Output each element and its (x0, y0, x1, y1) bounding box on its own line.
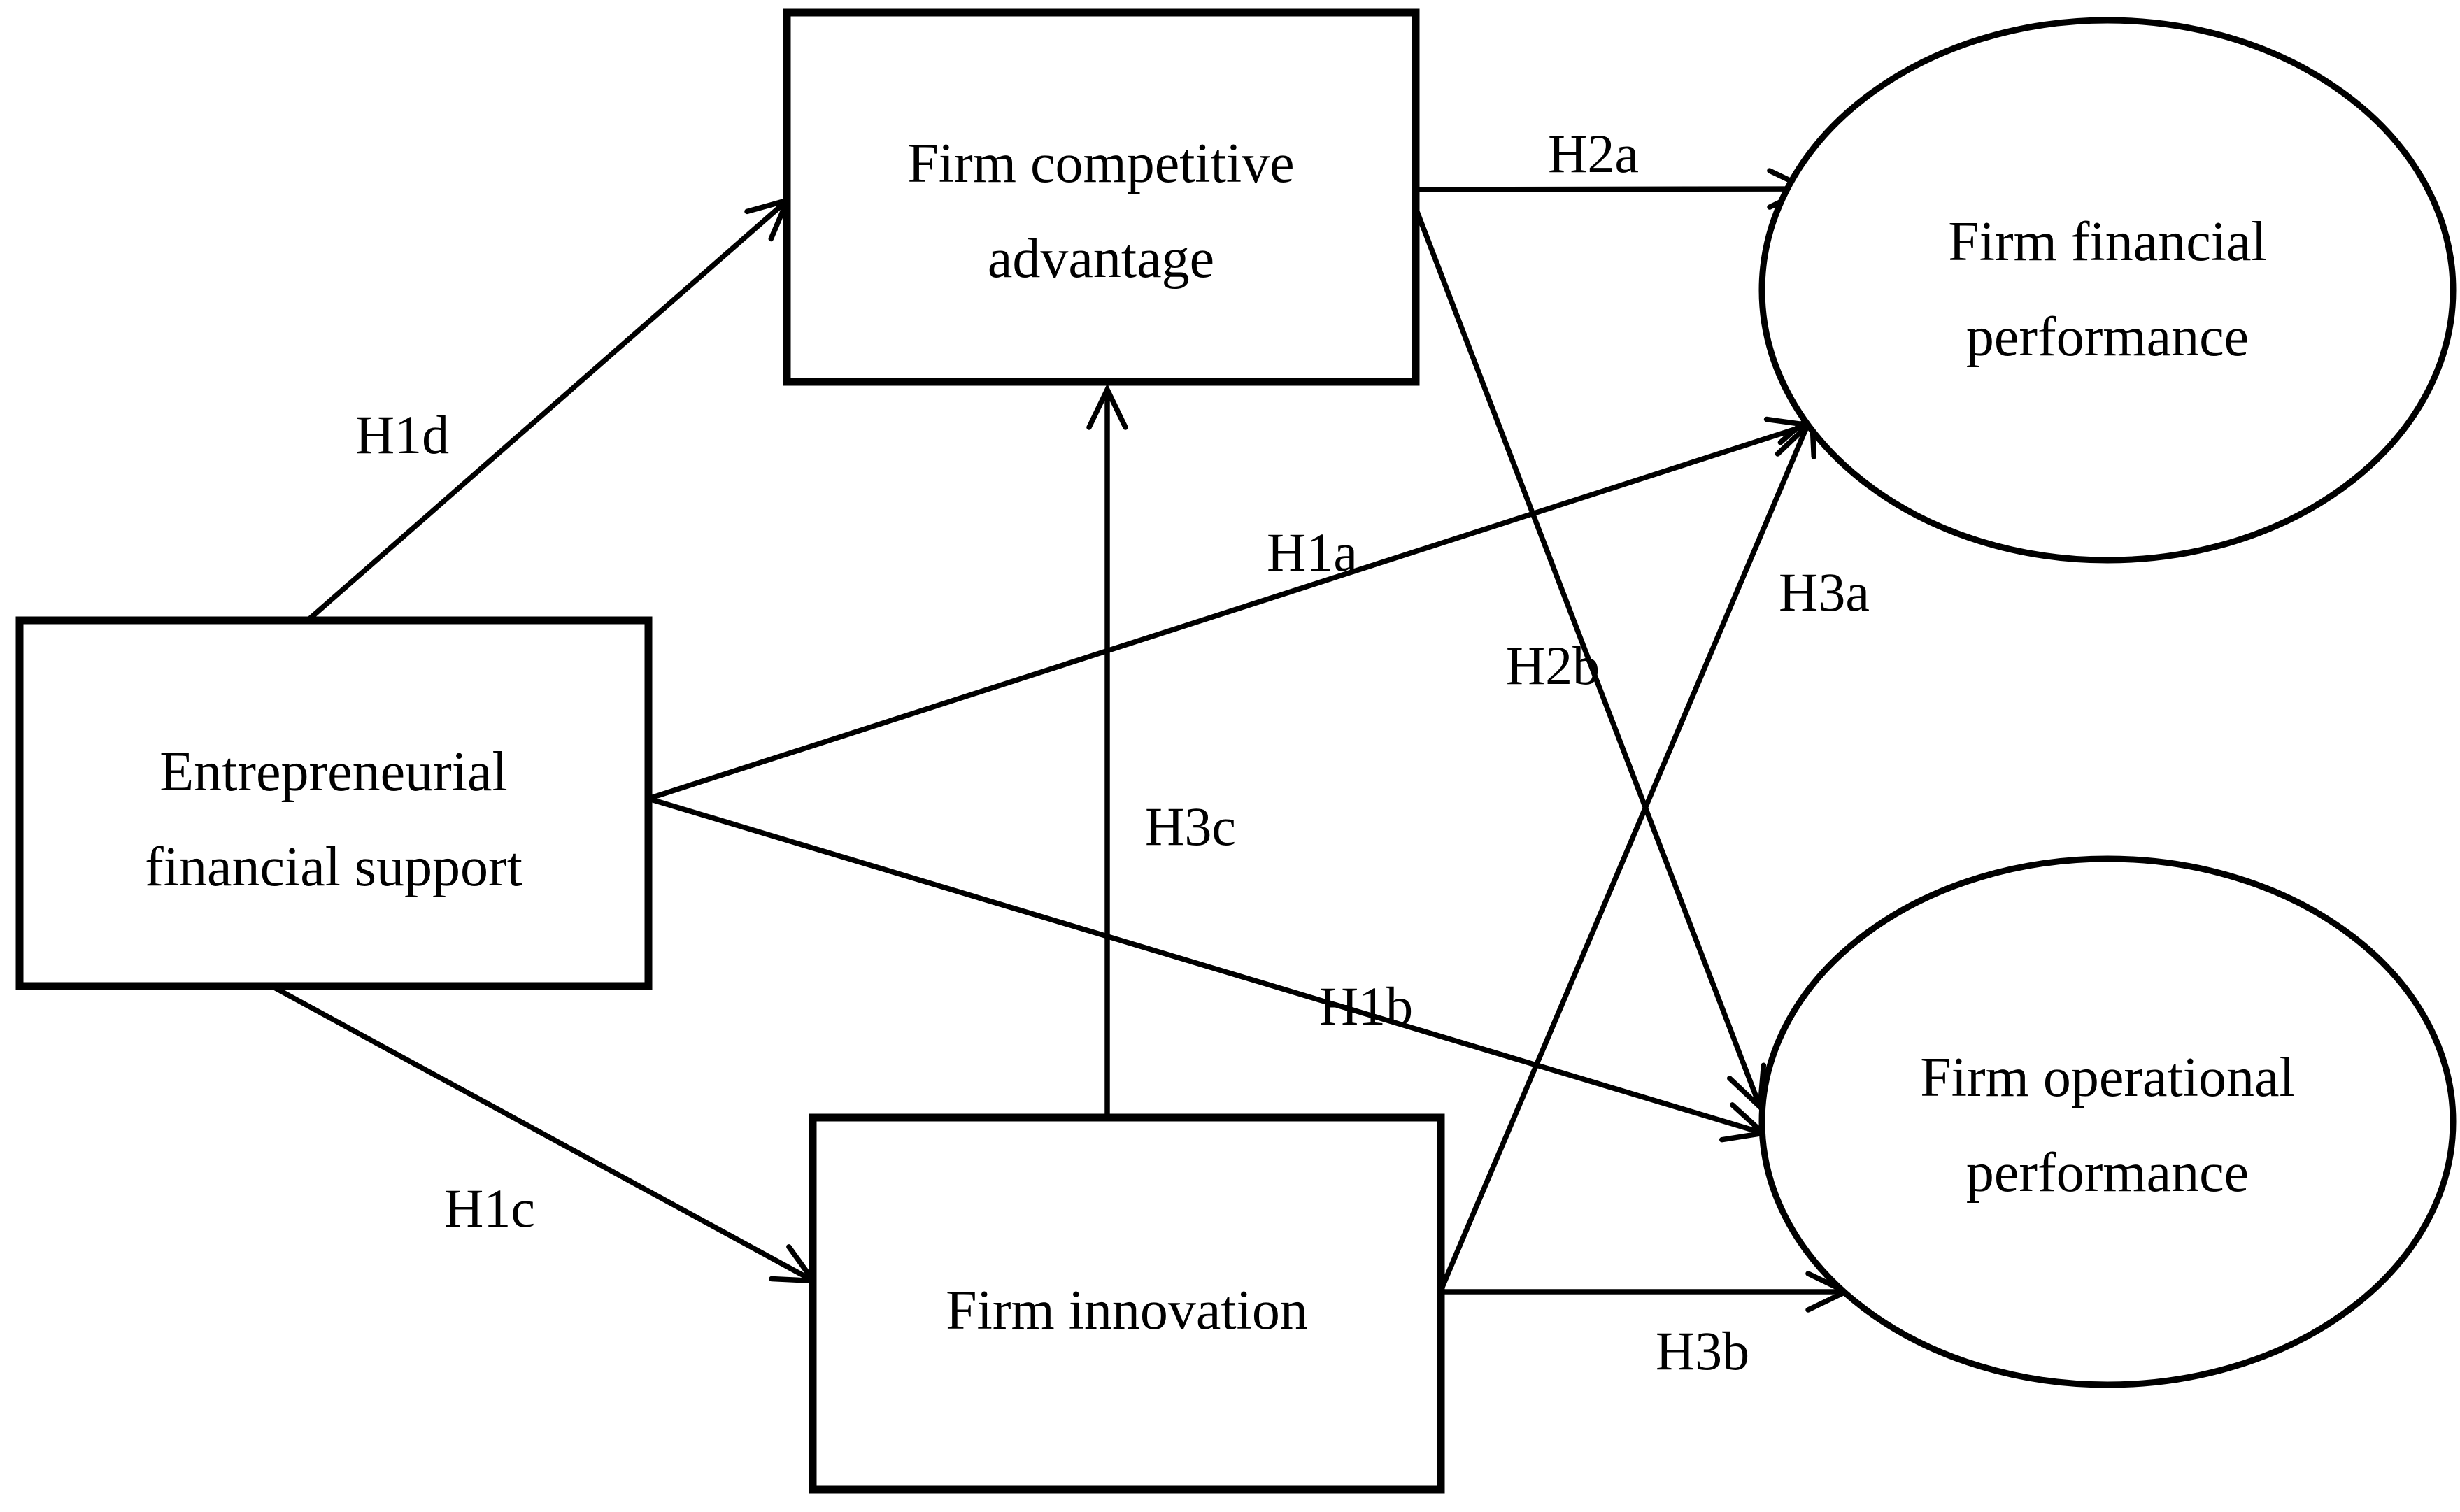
arrow-h3a (1438, 409, 1817, 1292)
arrow-h1a (647, 416, 1814, 801)
node-firm-innovation (809, 1113, 1445, 1494)
edge-labels-layer: H1d H1c H1a H1b H2a H2b H3a H3b H3c (355, 123, 1870, 1381)
edge-label-h3a: H3a (1779, 562, 1870, 622)
node-label-firm-operational-performance-line1: Firm operational (1920, 1047, 2294, 1108)
arrow-h2b (1414, 208, 1767, 1113)
node-firm-financial-performance (1758, 17, 2457, 564)
arrow-h1b (647, 796, 1770, 1143)
edge-label-h2a: H2a (1548, 123, 1639, 184)
edge-label-h1b: H1b (1319, 976, 1413, 1036)
node-label-entrepreneurial-financial-support-line1: Entrepreneurial (159, 741, 508, 803)
arrow-h2a (1415, 168, 1814, 210)
edge-label-h1c: H1c (444, 1178, 535, 1239)
node-firm-competitive-advantage (783, 8, 1420, 386)
arrow-h1d (306, 196, 792, 622)
edge-label-h3b: H3b (1656, 1320, 1749, 1381)
node-firm-operational-performance (1758, 855, 2457, 1388)
arrow-h1c (273, 985, 819, 1284)
node-label-entrepreneurial-financial-support-line2: financial support (145, 836, 522, 898)
node-entrepreneurial-financial-support (15, 616, 653, 990)
node-label-firm-financial-performance-line2: performance (1966, 306, 2249, 368)
node-label-firm-competitive-advantage-line2: advantage (988, 228, 1214, 290)
node-label-firm-operational-performance-line2: performance (1966, 1142, 2249, 1204)
edge-label-h1a: H1a (1267, 522, 1358, 583)
edges-layer (273, 168, 1852, 1313)
edge-label-h1d: H1d (355, 404, 449, 465)
node-label-firm-innovation: Firm innovation (946, 1280, 1308, 1341)
edge-label-h2b: H2b (1506, 635, 1600, 696)
edge-label-h3c: H3c (1145, 796, 1236, 857)
node-label-firm-competitive-advantage-line1: Firm competitive (907, 133, 1294, 194)
nodes-layer: Entrepreneurial financial support Firm c… (15, 8, 2457, 1494)
node-label-firm-financial-performance-line1: Firm financial (1948, 211, 2266, 273)
